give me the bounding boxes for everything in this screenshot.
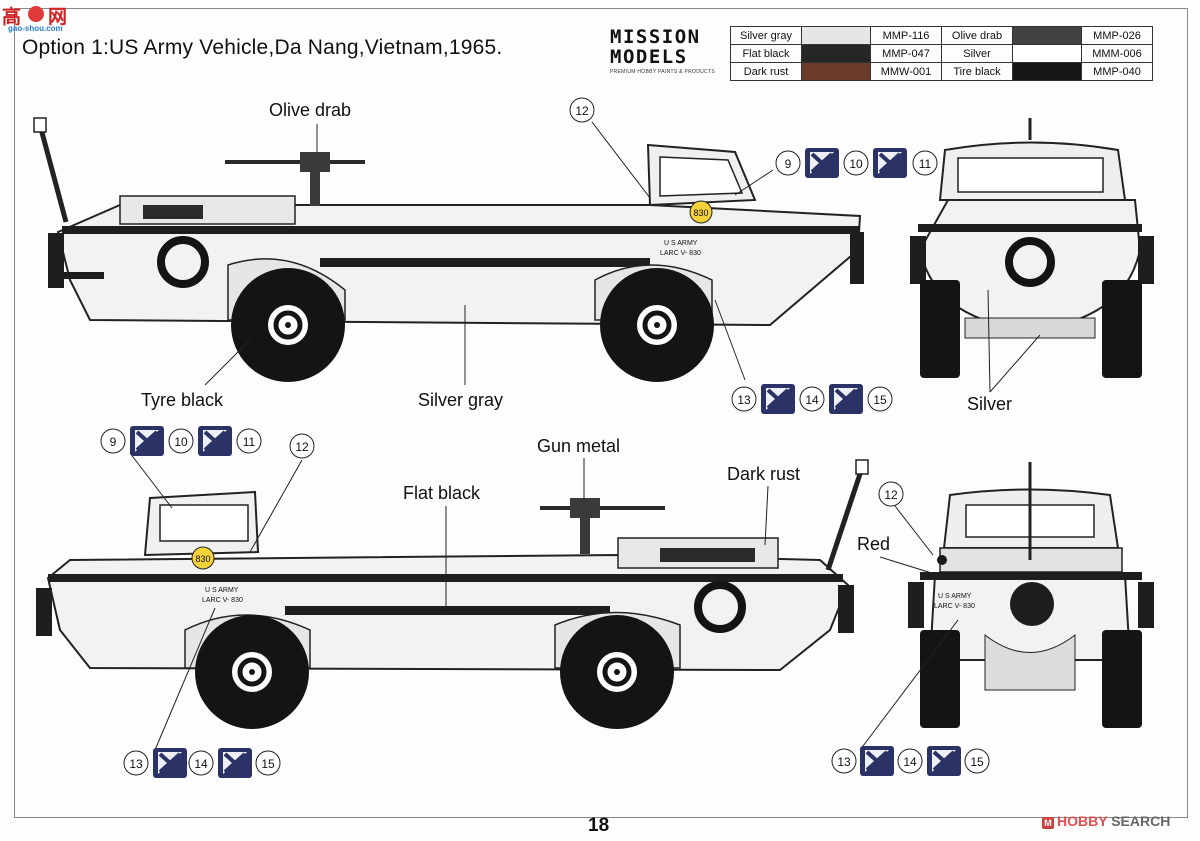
paint-swatch: [801, 62, 871, 81]
decal-callouts-bottom-side: 9 10 11 12 13 14 15: [100, 424, 315, 780]
callout-14: 14: [805, 393, 819, 407]
site-watermark-logo: 高 网 gao-shou.com: [2, 2, 72, 38]
decal-14b-icon: [216, 746, 254, 780]
rear-army-marking-line1: U S ARMY: [938, 593, 972, 600]
decal-9b-icon: [128, 424, 166, 458]
paint-code: MMP-047: [870, 44, 942, 63]
footer-search-text: SEARCH: [1111, 813, 1171, 829]
label-silver: Silver: [967, 394, 1013, 414]
bottom-army-marking-line1: U S ARMY: [205, 587, 239, 594]
decal-14-icon: [827, 382, 865, 416]
callout-9-b: 9: [110, 435, 117, 449]
decal-callouts-rear: 12 13 14 15: [831, 481, 990, 778]
label-dark-rust: Dark rust: [727, 464, 801, 484]
side-view-right: 830 U S ARMY LARC V- 830: [36, 459, 869, 729]
decal-14c-icon: [925, 744, 963, 778]
callout-9: 9: [785, 157, 792, 171]
bottom-hull-number: 830: [195, 554, 210, 564]
callout-10: 10: [849, 157, 863, 171]
paint-swatch: [1012, 26, 1082, 45]
rear-view-bottom: U S ARMY LARC V- 830: [908, 462, 1154, 728]
rear-army-marking-line2: LARC V- 830: [934, 603, 975, 610]
label-flat-black: Flat black: [403, 483, 481, 503]
paint-code: MMP-040: [1081, 62, 1153, 81]
paint-swatch: [801, 26, 871, 45]
decal-13c-icon: [858, 744, 896, 778]
callout-11-b: 11: [243, 435, 256, 449]
callout-14-b: 14: [194, 757, 208, 771]
top-army-marking-line2: LARC V- 830: [660, 250, 701, 257]
decal-callouts-top-side: 12 9 10 11 13 14 15: [569, 97, 938, 416]
label-tyre-black: Tyre black: [141, 390, 224, 410]
site-logo-face-icon: [28, 6, 44, 22]
callout-13: 13: [737, 393, 751, 407]
brand-tagline: PREMIUM HOBBY PAINTS & PRODUCTS: [610, 69, 715, 75]
label-olive-drab: Olive drab: [269, 100, 352, 120]
top-hull-number: 830: [693, 208, 708, 218]
paint-name: Tire black: [941, 62, 1013, 81]
front-view-top: [910, 118, 1154, 378]
label-gun-metal: Gun metal: [537, 436, 621, 456]
page-number: 18: [588, 815, 610, 836]
decal-10-icon: [871, 146, 909, 180]
paint-code: MMW-001: [870, 62, 942, 81]
callout-12-c: 12: [884, 488, 898, 502]
label-silver-gray: Silver gray: [418, 390, 504, 410]
callout-13-b: 13: [129, 757, 143, 771]
leader-lines: [129, 121, 1041, 751]
site-logo-url: gao-shou.com: [8, 24, 63, 33]
callout-12: 12: [575, 104, 589, 118]
decal-10b-icon: [196, 424, 234, 458]
page-frame: [14, 8, 1188, 818]
callout-12-b: 12: [295, 440, 309, 454]
side-view-left: 830 U S ARMY LARC V- 830: [33, 117, 864, 382]
brand-line-1: MISSION: [610, 26, 701, 48]
decal-13b-icon: [151, 746, 189, 780]
callout-15: 15: [873, 393, 887, 407]
callout-10-b: 10: [174, 435, 188, 449]
label-red: Red: [857, 534, 891, 554]
decal-13-icon: [759, 382, 797, 416]
callout-15-c: 15: [970, 755, 984, 769]
footer-hobby-text: HOBBY: [1057, 813, 1108, 829]
hobby-search-m-icon: M: [1042, 817, 1054, 829]
callout-13-c: 13: [837, 755, 851, 769]
decal-9-icon: [803, 146, 841, 180]
paint-name: Silver: [941, 44, 1013, 63]
site-logo-char-2: 网: [48, 6, 68, 28]
paint-name: Dark rust: [730, 62, 802, 81]
callout-11: 11: [919, 157, 932, 171]
brand-line-2: MODELS: [610, 46, 688, 68]
site-logo-char-1: 高: [2, 6, 22, 28]
mission-models-logo: MISSION MODELS PREMIUM HOBBY PAINTS & PR…: [610, 26, 724, 84]
top-army-marking-line1: U S ARMY: [664, 240, 698, 247]
paint-swatch: [1012, 62, 1082, 81]
callout-14-c: 14: [903, 755, 917, 769]
bottom-army-marking-line2: LARC V- 830: [202, 597, 243, 604]
callout-15-b: 15: [261, 757, 275, 771]
paint-code: MMP-026: [1081, 26, 1153, 45]
option-title: Option 1:US Army Vehicle,Da Nang,Vietnam…: [22, 36, 503, 59]
